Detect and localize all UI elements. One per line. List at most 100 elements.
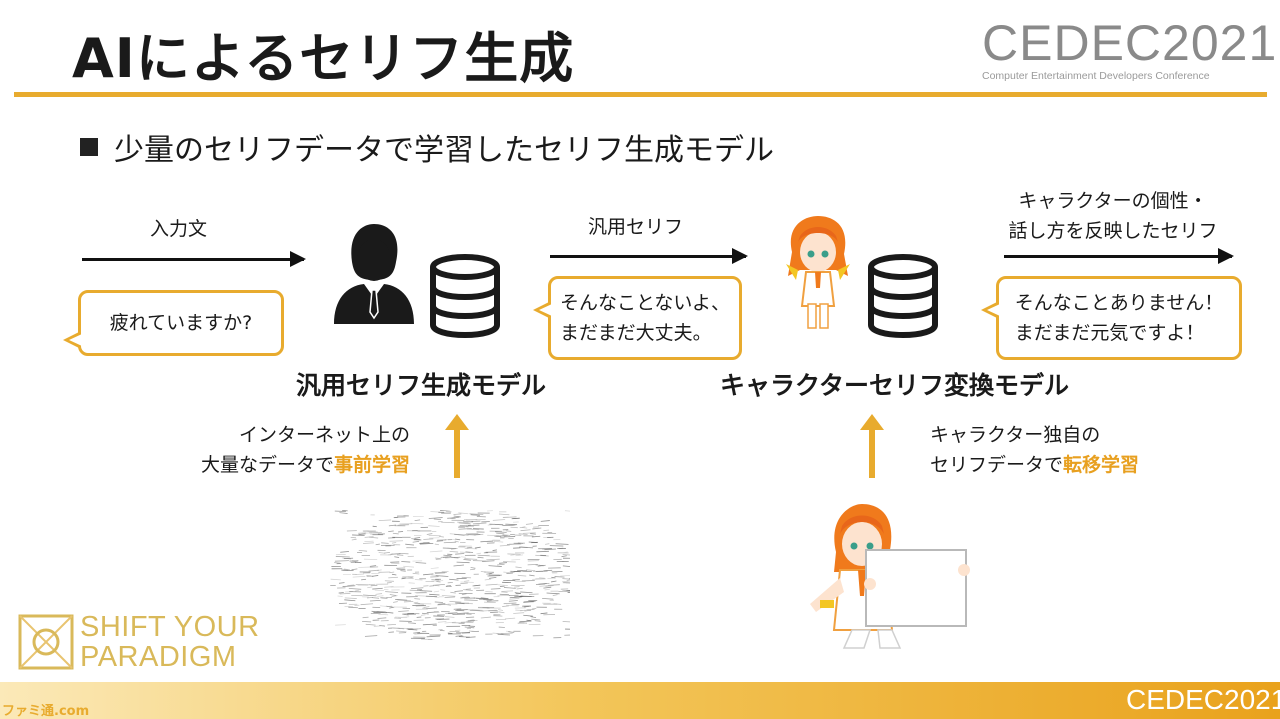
noise-stroke	[543, 529, 550, 532]
noise-stroke	[347, 584, 355, 587]
shift-your-paradigm-logo	[18, 614, 74, 670]
noise-stroke	[506, 604, 519, 607]
noise-stroke	[473, 597, 486, 600]
noise-stroke	[463, 580, 470, 582]
noise-stroke	[465, 599, 478, 601]
noise-stroke	[454, 540, 459, 543]
noise-stroke	[348, 587, 362, 590]
noise-stroke	[465, 616, 475, 618]
noise-stroke	[534, 620, 541, 622]
noise-stroke	[441, 595, 456, 597]
noise-stroke	[530, 616, 537, 618]
noise-stroke	[470, 568, 476, 571]
noise-stroke	[535, 583, 547, 585]
noise-stroke	[389, 571, 395, 574]
noise-stroke	[438, 602, 446, 605]
noise-stroke	[450, 591, 456, 594]
noise-stroke	[390, 553, 401, 555]
noise-stroke	[451, 556, 459, 559]
noise-stroke	[552, 594, 558, 597]
noise-stroke	[408, 622, 416, 624]
noise-stroke	[388, 524, 397, 527]
noise-stroke	[463, 589, 473, 591]
noise-stroke	[498, 609, 504, 611]
pretrain-highlight: 事前学習	[333, 454, 410, 476]
database-icon	[430, 254, 500, 338]
noise-stroke	[453, 513, 462, 515]
noise-stroke	[444, 616, 455, 618]
noise-stroke	[503, 587, 516, 589]
noise-stroke	[391, 595, 398, 597]
noise-stroke	[388, 530, 394, 533]
noise-stroke	[523, 600, 536, 603]
noise-stroke	[494, 531, 507, 533]
noise-stroke	[409, 589, 423, 592]
noise-stroke	[513, 612, 525, 614]
noise-stroke	[395, 599, 408, 601]
noise-stroke	[466, 525, 475, 528]
noise-stroke	[385, 605, 393, 608]
slide-subtitle: 少量のセリフデータで学習したセリフ生成モデル	[114, 133, 774, 168]
noise-stroke	[423, 573, 434, 576]
noise-stroke	[562, 621, 570, 623]
noise-stroke	[465, 636, 476, 638]
noise-stroke	[449, 533, 459, 535]
generic-arrow	[550, 248, 748, 264]
cedec-logo-bottom: CEDEC2021	[1126, 684, 1280, 715]
noise-stroke	[352, 575, 366, 578]
noise-stroke	[429, 593, 440, 596]
noise-stroke	[372, 597, 380, 599]
noise-stroke	[396, 630, 407, 633]
noise-stroke	[342, 585, 356, 587]
noise-stroke	[421, 612, 429, 615]
noise-stroke	[372, 587, 383, 590]
noise-stroke	[377, 617, 387, 619]
noise-stroke	[498, 513, 510, 516]
noise-stroke	[391, 562, 400, 565]
noise-stroke	[428, 525, 440, 527]
noise-stroke	[338, 592, 344, 594]
noise-stroke	[466, 528, 480, 531]
noise-stroke	[519, 620, 532, 623]
noise-stroke	[511, 558, 521, 561]
noise-stroke	[339, 592, 351, 595]
noise-stroke	[351, 568, 358, 571]
noise-stroke	[342, 510, 348, 512]
noise-stroke	[378, 519, 392, 521]
noise-stroke	[343, 568, 350, 571]
noise-stroke	[434, 557, 441, 559]
noise-stroke	[460, 582, 468, 585]
noise-stroke	[508, 600, 518, 602]
noise-stroke	[526, 619, 532, 622]
noise-stroke	[466, 546, 473, 549]
noise-stroke	[440, 556, 449, 558]
noise-stroke	[443, 541, 457, 544]
noise-stroke	[526, 569, 536, 571]
noise-stroke	[365, 623, 376, 626]
noise-stroke	[569, 578, 570, 580]
output-bubble-line2: まだまだ元気ですよ！	[1014, 322, 1205, 344]
noise-stroke	[461, 593, 467, 596]
noise-stroke	[551, 576, 556, 579]
noise-stroke	[391, 541, 397, 544]
noise-stroke	[430, 567, 439, 570]
noise-stroke	[472, 522, 487, 525]
noise-stroke	[389, 606, 395, 609]
noise-stroke	[515, 566, 522, 569]
noise-stroke	[497, 633, 511, 636]
generic-bubble-line2: まだまだ大丈夫。	[559, 322, 712, 344]
noise-stroke	[439, 536, 444, 538]
noise-stroke	[334, 510, 346, 512]
noise-stroke	[400, 570, 406, 572]
noise-stroke	[553, 603, 562, 605]
noise-stroke	[547, 584, 560, 586]
noise-stroke	[330, 578, 341, 581]
noise-stroke	[502, 516, 517, 518]
pretrain-up-arrow	[445, 414, 469, 478]
output-bubble-line1: そんなことありません！	[1014, 292, 1224, 314]
noise-stroke	[403, 565, 415, 568]
noise-stroke	[544, 588, 550, 591]
transfer-line1: キャラクター独自の	[930, 424, 1101, 446]
noise-stroke	[429, 550, 443, 553]
transfer-up-arrow	[860, 414, 884, 478]
